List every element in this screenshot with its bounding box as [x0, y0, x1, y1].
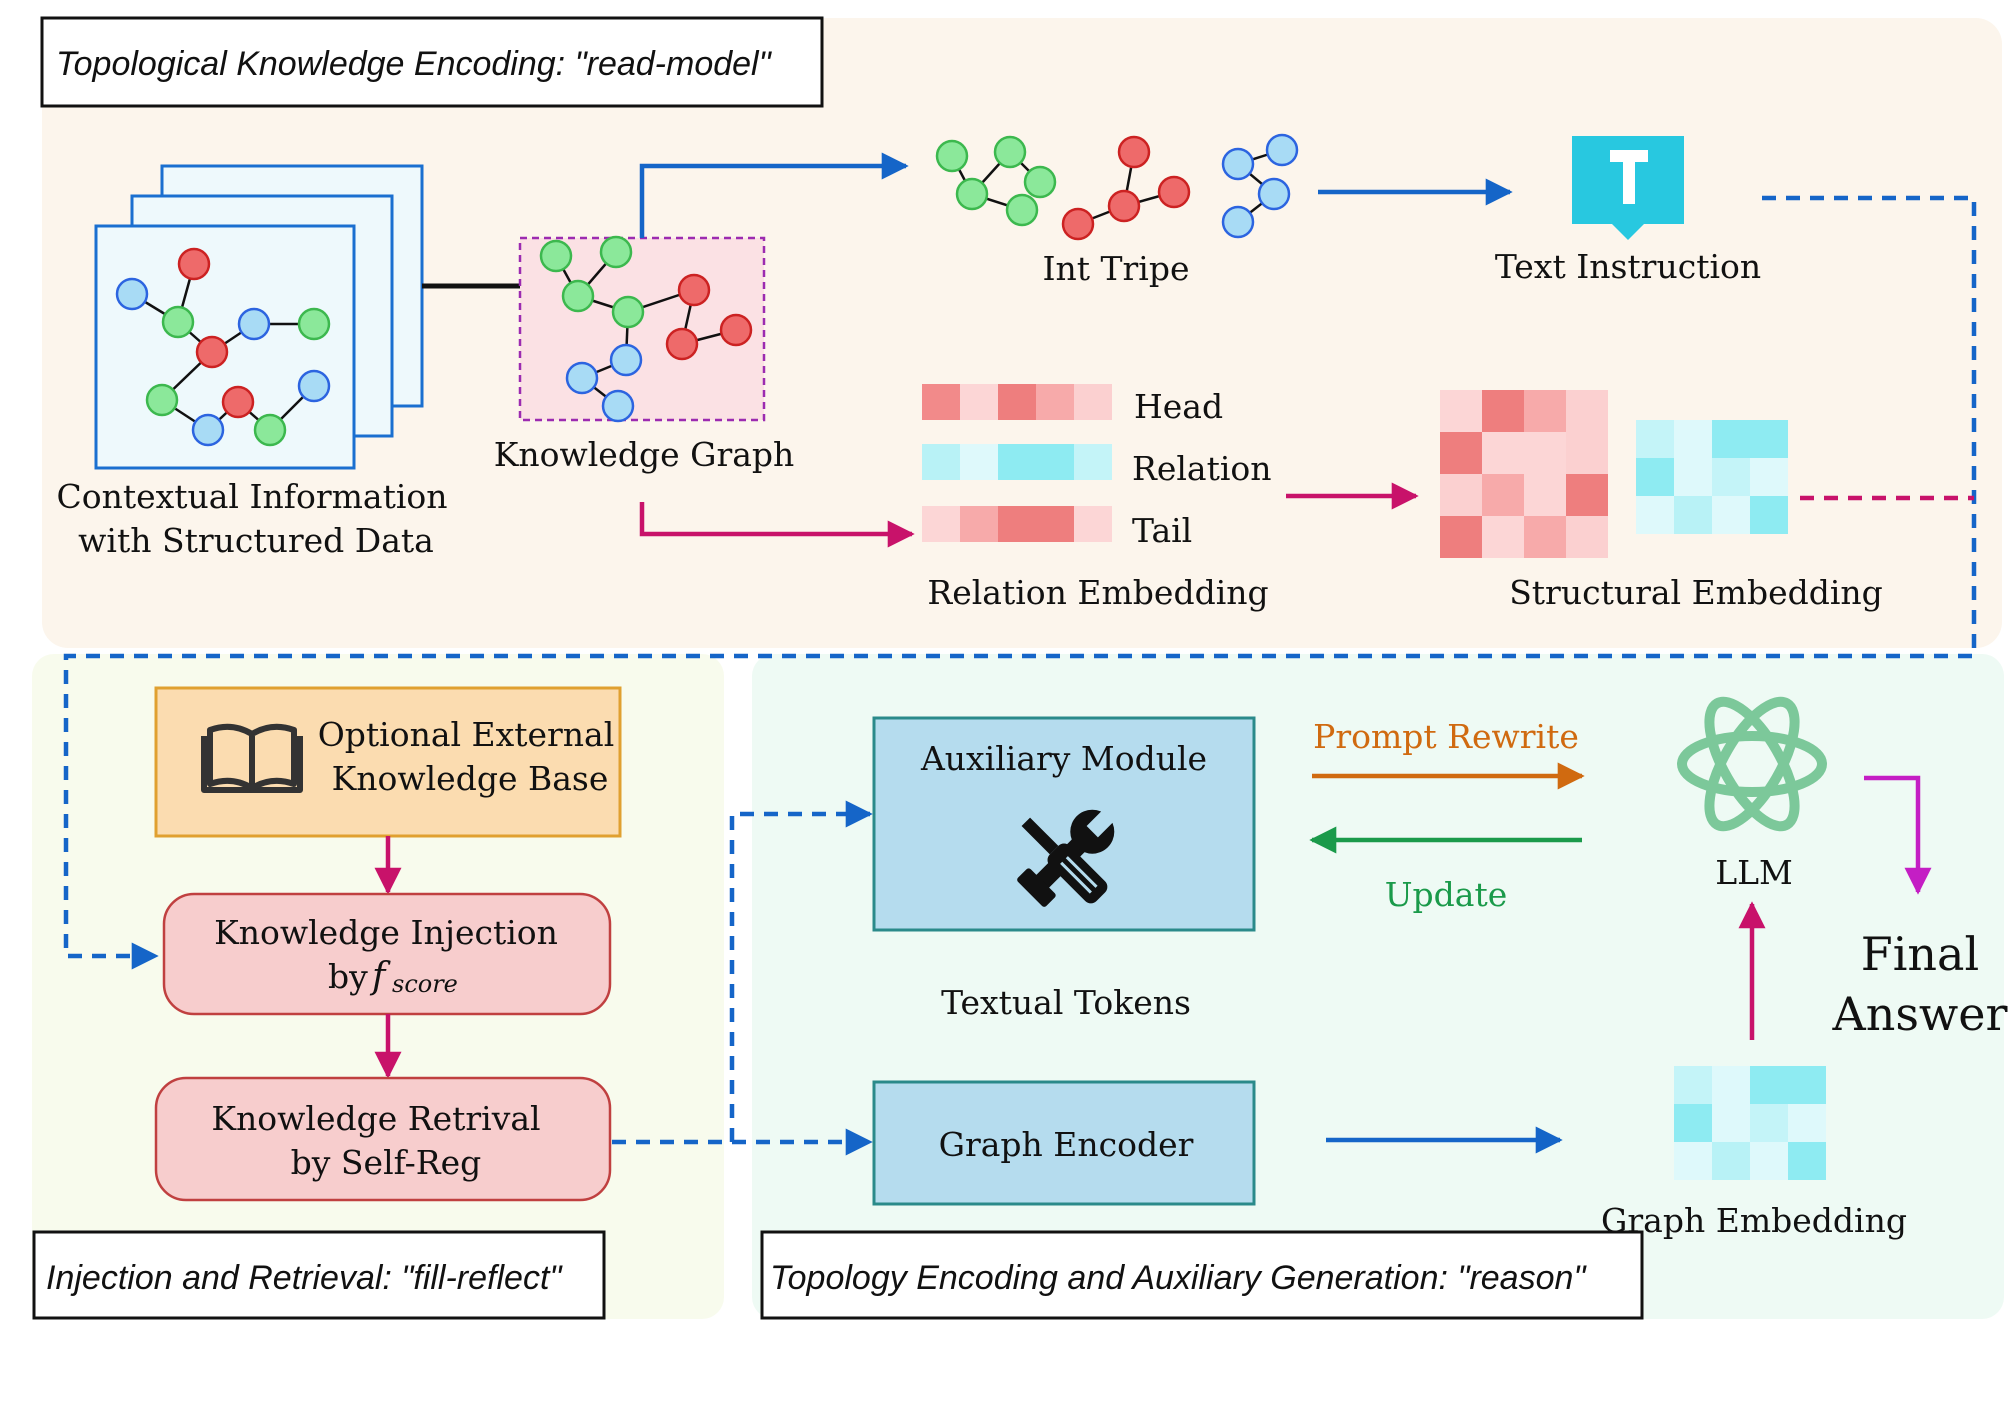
knowledge-injection-box: [162, 892, 612, 1016]
prompt-rewrite-label: Prompt Rewrite: [1313, 717, 1579, 756]
context-documents-stack: [94, 164, 424, 470]
graph-embedding-grid: [1674, 1066, 1826, 1180]
knowledge-base-box: [154, 686, 622, 838]
knowledge-retrieval-line1: Knowledge Retrival: [211, 1099, 540, 1138]
text-instruction-label: Text Instruction: [1495, 247, 1761, 286]
textual-tokens-label: Textual Tokens: [941, 983, 1191, 1022]
left-section-title-box: Injection and Retrieval: "fill-reflect": [32, 1230, 606, 1320]
knowledge-base-line1: Optional External: [318, 715, 615, 754]
graph-encoder-label: Graph Encoder: [939, 1125, 1194, 1164]
knowledge-injection-line1: Knowledge Injection: [214, 913, 558, 952]
knowledge-graph-box: [518, 235, 766, 423]
graph-encoder-box: [872, 1080, 1256, 1206]
knowledge-retrieval-box: [154, 1076, 612, 1202]
int-triples-icon: [935, 133, 1299, 241]
retrieval-to-auxiliary-arrow: [729, 800, 873, 1142]
llm-label: LLM: [1715, 853, 1793, 892]
context-label-line1: Contextual Information: [56, 477, 447, 516]
structural-embedding-red-grid: [1440, 390, 1608, 558]
relation-label: Relation: [1132, 449, 1272, 488]
kg-to-relation-embedding-arrow: [639, 502, 915, 548]
knowledge-injection-by: by: [328, 957, 368, 996]
right-section-title-box: Topology Encoding and Auxiliary Generati…: [760, 1230, 1644, 1320]
graph-embedding-label: Graph Embedding: [1601, 1201, 1907, 1240]
top-section-title: Topological Knowledge Encoding: "read-mo…: [56, 45, 773, 83]
head-embedding-bar: [922, 384, 1112, 420]
knowledge-retrieval-line2: by Self-Reg: [291, 1143, 482, 1182]
top-section-title-box: Topological Knowledge Encoding: "read-mo…: [40, 16, 824, 108]
text-instruction-dashed-route: [63, 195, 1977, 970]
left-section-title: Injection and Retrieval: "fill-reflect": [46, 1259, 563, 1297]
tail-label: Tail: [1132, 511, 1192, 550]
tail-embedding-bar: [922, 506, 1112, 542]
right-section-title: Topology Encoding and Auxiliary Generati…: [770, 1259, 1587, 1297]
structural-embedding-cyan-grid: [1636, 420, 1788, 534]
update-label: Update: [1385, 875, 1508, 914]
knowledge-graph-label: Knowledge Graph: [494, 435, 795, 474]
knowledge-base-line2: Knowledge Base: [332, 759, 609, 798]
head-label: Head: [1134, 387, 1223, 426]
knowledge-injection-subscript: score: [392, 970, 458, 998]
structural-embedding-label: Structural Embedding: [1509, 573, 1883, 612]
final-answer-line1: Final: [1861, 927, 1979, 981]
llm-to-final-answer-arrow: [1864, 775, 1932, 895]
kg-to-triples-arrow: [639, 152, 909, 238]
tools-icon: [1017, 807, 1117, 907]
auxiliary-module-box: [872, 716, 1256, 932]
book-icon: [201, 723, 303, 793]
auxiliary-module-label: Auxiliary Module: [920, 739, 1207, 778]
relation-embedding-label: Relation Embedding: [927, 573, 1268, 612]
int-tripe-label: Int Tripe: [1042, 249, 1189, 288]
relation-embedding-bar: [922, 444, 1112, 480]
final-answer-line2: Answer: [1831, 987, 2007, 1041]
context-label-line2: with Structured Data: [78, 521, 434, 560]
llm-icon: [1677, 696, 1827, 832]
text-instruction-icon: [1572, 136, 1684, 240]
